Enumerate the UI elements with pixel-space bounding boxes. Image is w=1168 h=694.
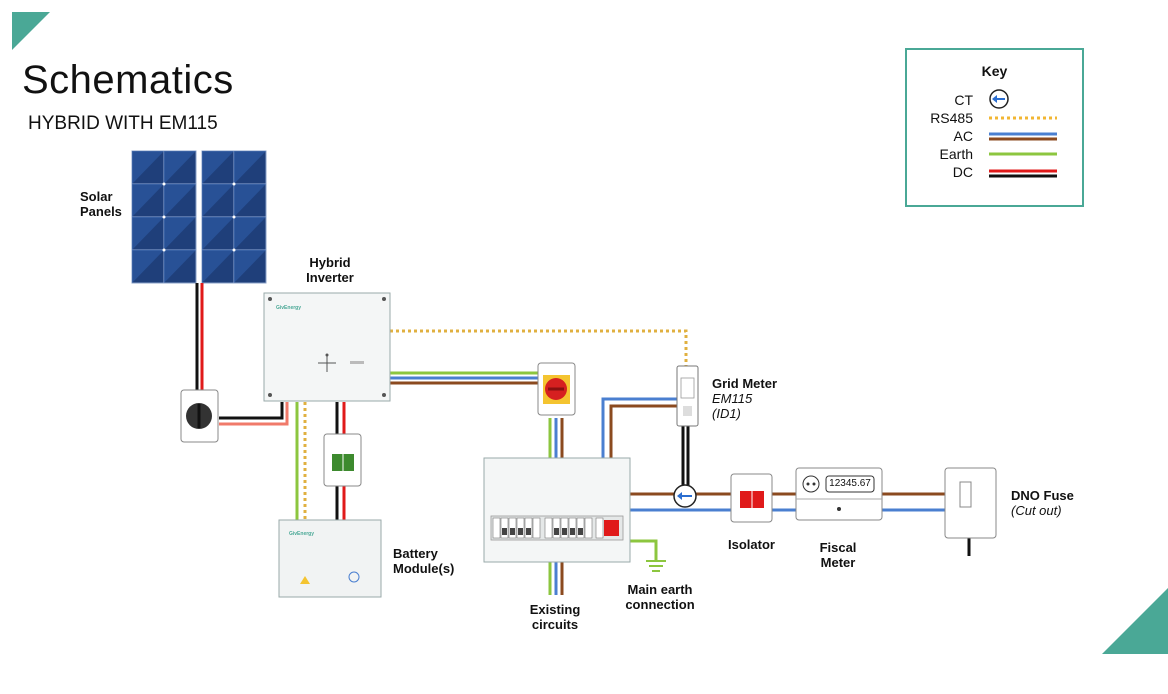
ct-icon (989, 89, 1009, 109)
legend-label-ac: AC (953, 128, 973, 144)
grid-meter-em115 (676, 365, 699, 427)
hybrid-inverter (263, 292, 391, 402)
label-dno-fuse: DNO Fuse (Cut out) (1011, 488, 1074, 518)
label-battery-line2: Module(s) (393, 561, 455, 576)
label-inverter-line1: Hybrid (309, 255, 351, 270)
battery-brand: GivEnergy (289, 531, 315, 537)
battery-isolator (323, 433, 362, 487)
main-isolator (730, 473, 773, 523)
label-existing-circuits: Existing circuits (524, 602, 586, 632)
label-fiscal-meter: Fiscal Meter (812, 540, 864, 570)
label-inverter-line2: Inverter (306, 270, 354, 285)
battery-module (278, 519, 382, 598)
label-grid-meter-line1: Grid Meter (712, 376, 778, 391)
solar-dc-isolator (180, 389, 219, 443)
page-subtitle: HYBRID WITH EM115 (28, 113, 218, 134)
dc-wire-isolator-inverter-pos (219, 402, 289, 426)
fiscal-meter-reading: 12345.67 (829, 478, 871, 489)
label-battery-module: Battery Module(s) (393, 546, 454, 576)
label-earth-line2: connection (625, 597, 695, 612)
page-title: Schematics (22, 58, 234, 102)
label-hybrid-inverter: Hybrid Inverter (300, 255, 360, 285)
ac-wire-meter-cu-live (609, 404, 678, 458)
label-solar-panels: Solar Panels (80, 189, 122, 219)
ct-clamp (673, 484, 697, 508)
ac-wire-meter-cu-neutral (601, 397, 678, 458)
label-grid-meter-line3: (ID1) (712, 406, 741, 421)
earth-symbol (646, 560, 666, 572)
label-solar-line1: Solar (80, 189, 113, 204)
legend-label-ct: CT (954, 92, 973, 108)
label-dno-line2: (Cut out) (1011, 503, 1062, 518)
consumer-unit (483, 457, 631, 563)
corner-decoration-top-left (12, 12, 50, 50)
legend-label-earth: Earth (939, 146, 973, 162)
label-fiscal-line1: Fiscal (819, 540, 857, 555)
main-earth-wire (630, 539, 658, 560)
label-fiscal-line2: Meter (820, 555, 856, 570)
label-battery-line1: Battery (393, 546, 438, 561)
inverter-brand: GivEnergy (276, 305, 302, 311)
ac-isolator (537, 362, 576, 416)
legend-title: Key (981, 63, 1008, 79)
solar-panels (131, 150, 267, 284)
rs485-wire-inverter-meter (390, 329, 688, 366)
dno-fuse (944, 467, 997, 539)
fiscal-meter (795, 467, 883, 521)
label-existing-line1: Existing (529, 602, 581, 617)
label-grid-meter-line2: EM115 (712, 391, 753, 406)
dc-wire-isolator-inverter-neg (219, 402, 284, 420)
legend-label-rs485: RS485 (930, 110, 973, 126)
corner-decoration-bottom-right (1102, 588, 1168, 654)
label-dno-line1: DNO Fuse (1011, 488, 1074, 503)
label-isolator: Isolator (728, 537, 775, 552)
legend-swatches (989, 89, 1057, 178)
label-earth-line1: Main earth (627, 582, 693, 597)
label-grid-meter: Grid Meter EM115 (ID1) (712, 376, 777, 421)
label-main-earth: Main earth connection (623, 582, 697, 612)
legend-key: Key CT RS485 AC Earth DC (905, 48, 1084, 207)
label-existing-line2: circuits (531, 617, 579, 632)
label-solar-line2: Panels (80, 204, 122, 219)
legend-label-dc: DC (952, 164, 973, 180)
